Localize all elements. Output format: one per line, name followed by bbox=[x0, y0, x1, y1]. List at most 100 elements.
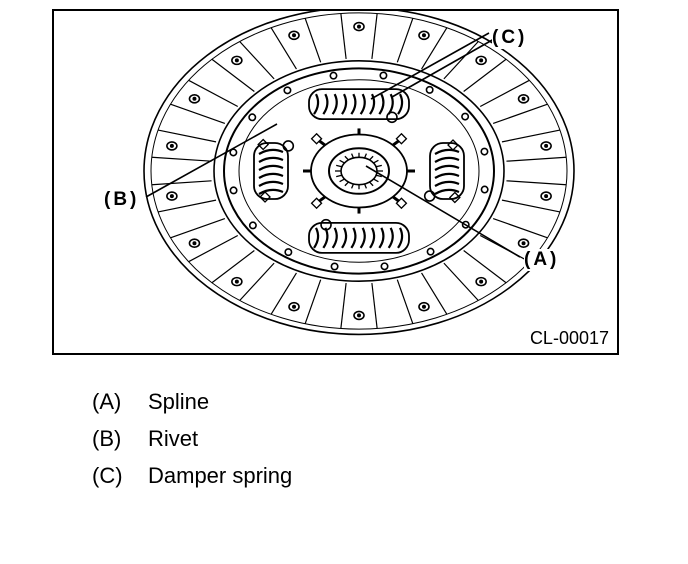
spline-tooth bbox=[373, 159, 379, 164]
plate-rivet bbox=[379, 71, 388, 80]
plate-rivet bbox=[248, 221, 257, 230]
facing-groove bbox=[340, 282, 347, 329]
damper-spring-coil bbox=[258, 172, 284, 179]
damper-spring-coil bbox=[341, 93, 348, 115]
facing-rivet bbox=[517, 238, 530, 248]
spline-tooth bbox=[375, 164, 382, 168]
leader-line-a bbox=[365, 165, 521, 258]
facing-rivet-center bbox=[421, 33, 426, 38]
spline-tooth bbox=[350, 183, 355, 189]
facing-rivet bbox=[517, 94, 530, 104]
facing-groove bbox=[421, 27, 448, 70]
facing-groove bbox=[151, 156, 212, 162]
damper-spring-coil bbox=[331, 93, 338, 115]
legend-item-rivet: (B) Rivet bbox=[92, 420, 292, 457]
spline-tooth bbox=[369, 181, 374, 187]
damper-spring-coil bbox=[313, 227, 320, 249]
plate-rivet bbox=[284, 248, 293, 257]
facing-rivet bbox=[418, 301, 430, 312]
facing-rivet bbox=[418, 30, 430, 41]
plate-hole bbox=[282, 140, 295, 152]
facing-rivet bbox=[166, 191, 178, 201]
callout-c: (C) bbox=[492, 27, 528, 49]
damper-spring-coil bbox=[359, 93, 366, 115]
plate-hole bbox=[386, 111, 398, 124]
facing-outer-inner-edge bbox=[150, 12, 568, 330]
facing-rivet-center bbox=[234, 58, 239, 63]
damper-spring-coil bbox=[434, 188, 460, 195]
facing-groove bbox=[270, 27, 297, 70]
facing-groove bbox=[157, 129, 217, 143]
facing-rivet-center bbox=[479, 279, 484, 284]
facing-groove bbox=[170, 103, 226, 125]
plate-cutout bbox=[395, 132, 408, 145]
damper-spring-window bbox=[429, 142, 465, 200]
facing-rivet-center bbox=[479, 58, 484, 63]
facing-groove bbox=[211, 250, 255, 284]
plate-rivet bbox=[426, 247, 435, 256]
figure-id: CL-00017 bbox=[529, 328, 609, 349]
spline-tooth bbox=[350, 153, 355, 159]
plate-rivet bbox=[425, 85, 434, 94]
facing-rivet-center bbox=[169, 194, 174, 199]
damper-spring-coil bbox=[434, 156, 460, 163]
facing-rivet-center bbox=[544, 143, 549, 148]
damper-spring-coil bbox=[322, 227, 329, 249]
facing-groove bbox=[501, 199, 561, 213]
facing-rivet-center bbox=[521, 241, 526, 246]
plate-rivet bbox=[330, 262, 339, 271]
legend-item-spline: (A) Spline bbox=[92, 383, 292, 420]
facing-rivet-center bbox=[292, 33, 297, 38]
damper-spring-coil bbox=[434, 180, 460, 187]
facing-groove bbox=[151, 180, 212, 186]
spline-tooth bbox=[373, 178, 379, 183]
facing-groove bbox=[396, 279, 414, 324]
leader-line-c bbox=[370, 32, 490, 100]
legend-label: Spline bbox=[148, 388, 210, 414]
legend-key: (A) bbox=[92, 388, 122, 414]
damper-spring-coil bbox=[258, 180, 284, 187]
plate-rivet bbox=[461, 220, 470, 229]
spline-tooth bbox=[336, 174, 343, 178]
damper-spring-coil bbox=[434, 172, 460, 179]
facing-groove bbox=[396, 18, 414, 63]
spline-tooth bbox=[339, 178, 345, 183]
damper-spring-coil bbox=[350, 93, 357, 115]
leader-line-b bbox=[145, 123, 278, 198]
hub-flange-tab bbox=[392, 195, 400, 203]
facing-groove bbox=[188, 79, 239, 108]
hub-plate-edge bbox=[223, 67, 495, 275]
plate-cutout bbox=[257, 138, 270, 151]
facing-groove bbox=[443, 262, 479, 301]
legend-key: (C) bbox=[92, 462, 123, 488]
facing-groove bbox=[421, 272, 448, 315]
facing-groove bbox=[479, 79, 530, 108]
legend-key: (B) bbox=[92, 425, 122, 451]
facing-rivet bbox=[288, 301, 300, 312]
spline-tooth bbox=[336, 164, 343, 168]
damper-spring-window bbox=[308, 88, 410, 121]
callout-b: (B) bbox=[104, 189, 140, 211]
plate-rivet bbox=[229, 186, 238, 195]
spline-tooth bbox=[375, 174, 382, 178]
plate-rivet bbox=[329, 71, 338, 80]
facing-groove bbox=[304, 279, 322, 324]
hub-flange bbox=[310, 133, 408, 209]
damper-spring-coil bbox=[387, 227, 394, 249]
facing-groove bbox=[443, 41, 479, 80]
spline-tooth bbox=[369, 155, 374, 161]
facing-rivet bbox=[288, 30, 300, 41]
damper-spring-coil bbox=[258, 156, 284, 163]
damper-spring-coil bbox=[369, 227, 376, 249]
facing-rivet bbox=[231, 55, 243, 66]
facing-rivet-center bbox=[356, 24, 361, 29]
damper-spring-coil bbox=[359, 227, 366, 249]
plate-rivet bbox=[283, 86, 292, 95]
clutch-disc-illustration bbox=[143, 11, 575, 336]
plate-hole bbox=[423, 190, 436, 202]
facing-inner-edge bbox=[213, 60, 505, 282]
facing-outer-edge bbox=[143, 11, 575, 336]
legend: (A) Spline (B) Rivet (C) Damper spring bbox=[92, 383, 292, 494]
facing-rivet-center bbox=[292, 304, 297, 309]
facing-groove bbox=[304, 18, 322, 63]
